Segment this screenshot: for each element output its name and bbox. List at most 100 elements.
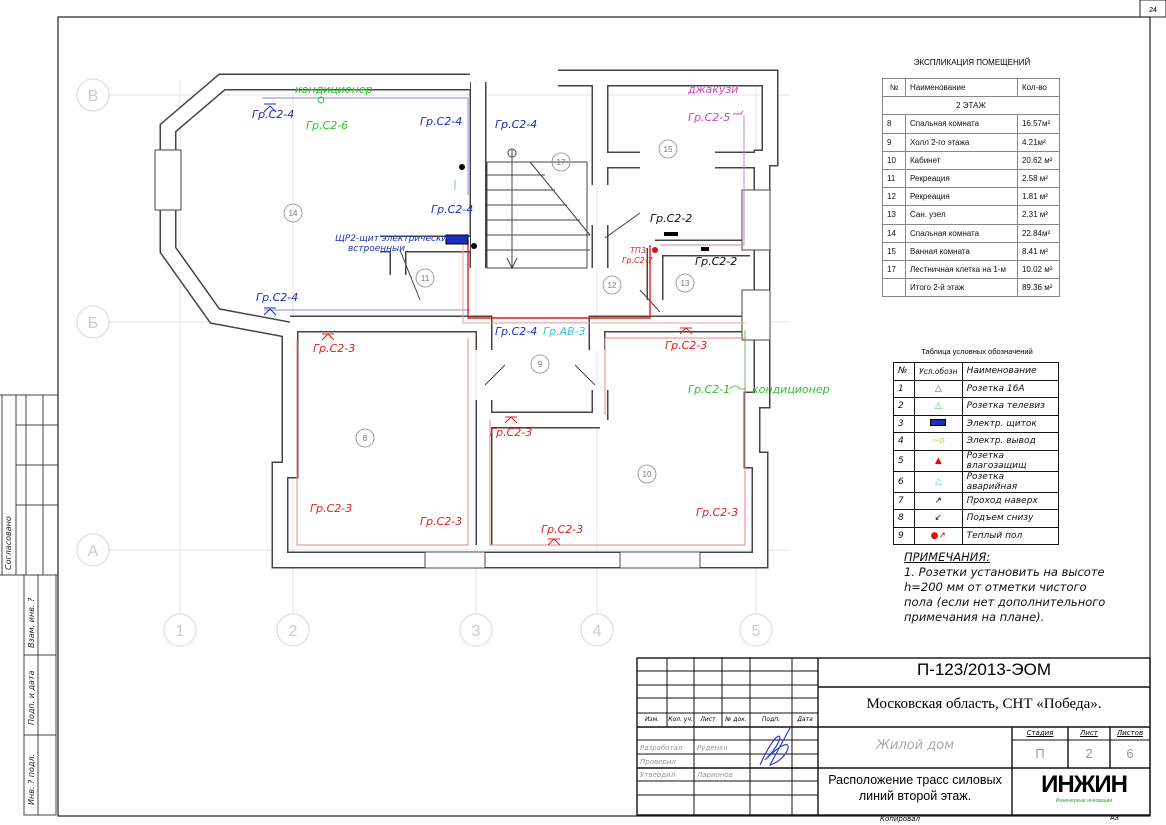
column-header: Кол-во <box>1016 77 1061 98</box>
cell: 7 <box>893 491 915 510</box>
cell: Сан. узел <box>905 205 1018 225</box>
stage-headers: Стадия Лист Листов <box>1012 729 1150 737</box>
cell: 15 <box>882 241 906 261</box>
cell: 10.02 м² <box>1016 259 1061 280</box>
plan-label: Гр.С2-3 <box>310 502 352 515</box>
socket-icon <box>321 333 335 341</box>
column-header: Стадия <box>1026 729 1054 737</box>
room-number: 14 <box>289 209 298 218</box>
roles: Разработал Проверил Утвердил <box>640 742 682 783</box>
plan-label: Гр.С2-6 <box>306 119 348 132</box>
stamp-replaced-inv: Взам. инв. ? <box>27 597 36 648</box>
legend-row: 5▲Розетка влагозащищ <box>893 449 1060 472</box>
role-name: Руденко <box>697 744 728 752</box>
cell: 4.21м² <box>1016 132 1061 152</box>
pass-up-icon: ↗ <box>914 491 963 510</box>
left-stamp <box>0 394 58 816</box>
plan-label: Гр.С2-5 <box>688 111 730 124</box>
role-label: Утвердил <box>640 771 676 779</box>
role-label: Проверил <box>640 757 676 766</box>
corner-box <box>1139 0 1166 18</box>
stamp-agreed: Согласовано <box>4 516 13 570</box>
logo-subtitle: Инженерные инновации <box>1055 798 1113 804</box>
plan-label: Гр.С2-4 <box>252 108 294 121</box>
cell: 2 <box>893 397 915 416</box>
column-header: № док. <box>725 716 747 723</box>
object-name: Жилой дом <box>875 738 955 753</box>
cell: 8.41 м² <box>1016 241 1061 261</box>
cell: 6 <box>893 470 915 493</box>
floor-label: 2 ЭТАЖ <box>882 96 1060 116</box>
role-name: Ларионов <box>697 771 733 779</box>
legend-row: 9●↗Теплый пол <box>893 526 1060 545</box>
pass-up-icon <box>471 243 477 249</box>
rise-from-below-icon: ↙ <box>914 509 963 528</box>
plan-label: Гр.С2-1 <box>688 383 730 396</box>
plan-label: Гр.С2-3 <box>490 426 532 439</box>
sheet-title-line: Расположение трасс силовых <box>828 773 1002 787</box>
room-number: 8 <box>363 434 368 443</box>
note-line: h=200 мм от отметки чистого <box>904 580 1087 594</box>
cell: 13 <box>882 205 906 225</box>
cell: 14 <box>882 223 906 243</box>
cell: 4 <box>893 432 915 451</box>
stage-values: П 2 6 <box>1012 746 1150 761</box>
column-header: Подп. <box>761 716 781 723</box>
plan-label: Гр.С2-7 <box>622 256 654 265</box>
cell: Лестничная клетка на 1-м <box>905 259 1018 280</box>
column-header: Изм. <box>644 716 660 723</box>
cell: 1.81 м² <box>1016 187 1061 207</box>
socket-icon <box>547 538 561 546</box>
plan-label: Гр.С2-4 <box>431 203 473 216</box>
plan-label: Гр.С2-3 <box>696 506 738 519</box>
outlet-lead-icon <box>733 110 744 115</box>
pass-up-icon <box>459 164 465 170</box>
column-header: Наименование <box>961 362 1060 381</box>
sheet-number: 2 <box>1085 746 1093 761</box>
sheet-title: Расположение трасс силовых линий второй … <box>818 772 1012 804</box>
cell: Холл 2-го этажа <box>905 132 1018 152</box>
signature <box>759 727 791 766</box>
plan-label: Гр.С2-2 <box>695 255 737 268</box>
cell: 11 <box>882 168 906 189</box>
walls <box>154 69 779 569</box>
room-number: 10 <box>643 470 652 479</box>
cell: Розетка аварийная <box>961 470 1060 493</box>
cell: Розетка 16А <box>961 379 1060 398</box>
copied-by-label: Копировал <box>880 815 920 823</box>
cell: 8 <box>882 114 906 134</box>
axis-label-v: В <box>88 88 99 105</box>
cell: Проход наверх <box>961 491 1060 510</box>
column-header: Лист <box>1080 729 1098 737</box>
sheet-frame <box>57 16 1151 817</box>
outlet-lead-icon <box>729 385 746 390</box>
cell: 17 <box>882 259 906 280</box>
room-number: 13 <box>681 279 690 288</box>
distribution-panel-icon <box>445 234 469 245</box>
tv-socket-icon: △ <box>914 397 963 416</box>
cell: Розетка телевиз <box>961 397 1060 416</box>
plan-label: Гр.С2-3 <box>665 339 707 352</box>
company-logo: ИНЖИН Инженерные инновации <box>1040 772 1128 812</box>
staircase <box>399 148 661 386</box>
cell <box>882 278 906 298</box>
cell: 9 <box>882 132 906 152</box>
axis-label-a: А <box>88 543 99 560</box>
plan-label: Гр.С2-4 <box>256 291 298 304</box>
notes-title: ПРИМЕЧАНИЯ: <box>904 550 991 564</box>
plan-symbols <box>263 96 746 546</box>
paper-format: А3 <box>1110 815 1119 822</box>
plan-label: кондиционер <box>295 83 373 96</box>
plan-label: кондиционер <box>752 383 830 396</box>
cell: 1 <box>893 379 915 398</box>
cell: Рекреация <box>905 187 1018 207</box>
logo-text: ИНЖИН <box>1041 771 1128 798</box>
